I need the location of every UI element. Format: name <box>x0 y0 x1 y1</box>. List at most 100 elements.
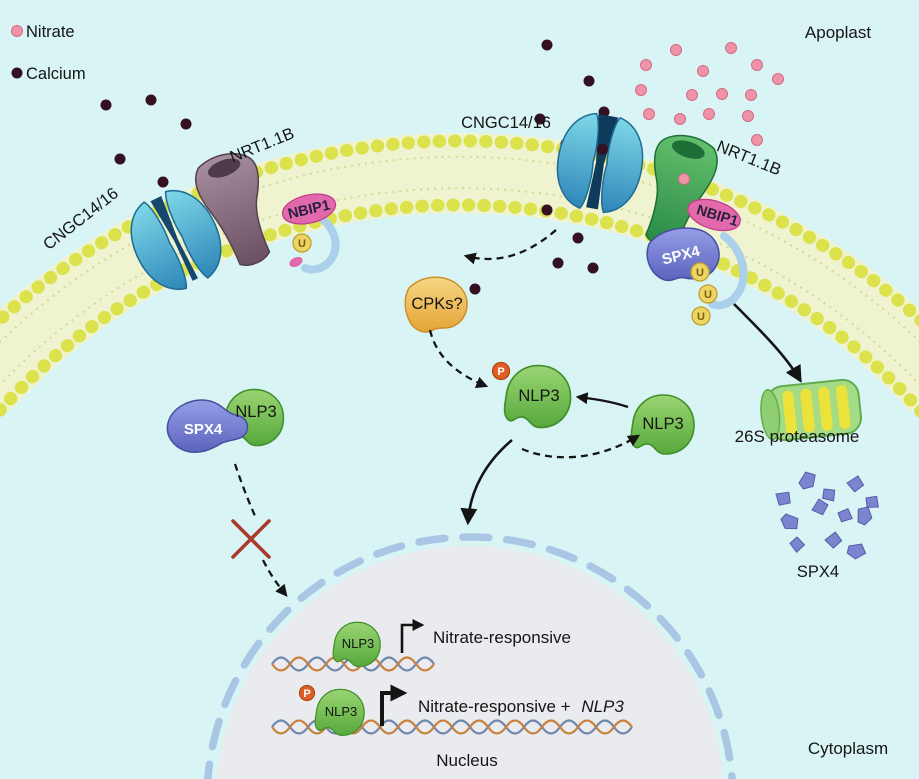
spx4-membrane-complex: SPX4 NBIP1 U U U <box>646 198 748 326</box>
nuclear-envelope <box>204 533 736 779</box>
nbip1-left-fragment <box>289 256 303 268</box>
nrt11b-left-opening <box>207 158 241 178</box>
nitrate-ion <box>635 84 647 96</box>
arrows <box>233 229 802 597</box>
nlp3-plain-label: NLP3 <box>642 415 683 433</box>
cytoplasm-label: Cytoplasm <box>808 739 888 758</box>
cngc-channel-right <box>556 112 644 214</box>
nitrate-ion <box>772 73 784 85</box>
nitrate-ion <box>725 42 737 54</box>
blocked-x-icon <box>231 519 271 559</box>
phosphate-letter: P <box>497 366 504 378</box>
nucleus-label: Nucleus <box>436 751 497 770</box>
arrow-nlp3-to-phospho <box>575 392 629 409</box>
nitrate-ion-in-transporter <box>678 173 690 185</box>
calcium-ion <box>587 262 599 274</box>
nitrate-ion <box>703 108 715 120</box>
complex-nlp3-label: NLP3 <box>235 403 276 421</box>
calcium-ion <box>541 204 553 216</box>
calcium-ion-in-channel <box>596 143 608 155</box>
nlp3-phospho-label: NLP3 <box>518 387 559 405</box>
nrt11b-left <box>194 152 271 266</box>
proteasome-ring <box>836 384 851 429</box>
ubiquitin-letter: U <box>298 238 306 250</box>
cngc-right-label: CNGC14/16 <box>461 114 551 132</box>
channel-subunit <box>601 116 644 214</box>
gene-row-1: NLP3 Nitrate-responsive <box>271 619 571 672</box>
gene1-text: Nitrate-responsive <box>433 628 571 647</box>
ubiquitin-icon <box>691 306 711 326</box>
cpk-kinase: CPKs? <box>404 276 481 333</box>
complex-spx4-label: SPX4 <box>184 421 223 438</box>
nitrate-ion <box>697 65 709 77</box>
phosphate-icon <box>491 361 511 381</box>
nitrate-legend-icon <box>11 25 23 37</box>
nbip1-left-tail <box>301 212 340 274</box>
gene2-text-normal: Nitrate-responsive + <box>418 697 571 716</box>
calcium-ion <box>541 39 553 51</box>
calcium-legend-label: Calcium <box>26 65 86 83</box>
phosphate-letter: P <box>303 688 310 700</box>
gene2-text-italic: NLP3 <box>581 697 624 716</box>
ubiquitin-letter: U <box>704 289 712 301</box>
nitrate-ion <box>742 110 754 122</box>
apoplast-label: Apoplast <box>805 23 871 42</box>
ubiquitin-icon <box>698 284 718 304</box>
arrow-calcium-to-cpk <box>463 229 557 265</box>
nitrate-ion <box>686 89 698 101</box>
membrane-band <box>0 133 919 412</box>
channel-pore-open <box>586 113 619 210</box>
nitrate-ion <box>674 113 686 125</box>
nbip1-right-tail <box>708 232 748 310</box>
calcium-legend-icon <box>11 67 23 79</box>
complex-spx4-body <box>166 399 249 454</box>
dna-strand <box>271 656 435 672</box>
nbip1-right-body <box>687 198 741 232</box>
calcium-ion <box>583 75 595 87</box>
nrt11b-right-body <box>645 134 718 249</box>
gene2-text: Nitrate-responsive + NLP3 <box>418 697 624 716</box>
promoter-arrow-strong <box>380 684 408 726</box>
legend: Nitrate Calcium <box>11 23 86 83</box>
channel-pore-closed <box>150 196 198 281</box>
nitrate-ion <box>670 44 682 56</box>
nlp3-plain: NLP3 <box>630 394 695 455</box>
nitrate-ion <box>716 88 728 100</box>
ubiquitin-letter: U <box>696 267 704 279</box>
nitrate-ion <box>751 134 763 146</box>
nitrate-ions <box>635 42 784 146</box>
proteasome-ring <box>800 388 815 433</box>
arrow-cpk-to-nlp3 <box>428 329 489 389</box>
calcium-ion <box>100 99 112 111</box>
calcium-ion <box>552 257 564 269</box>
phosphate-icon <box>298 684 316 702</box>
promoter-arrow <box>400 619 425 653</box>
nitrate-ion <box>640 59 652 71</box>
nrt11b-right-opening <box>671 140 705 159</box>
arrow-nlp3-to-nucleus <box>460 439 513 526</box>
proteasome-cap <box>760 388 781 441</box>
calcium-ion <box>145 94 157 106</box>
arrow-complex-blocked-upper <box>233 463 257 517</box>
calcium-ion-bound <box>469 283 481 295</box>
lipid-heads-inner <box>0 198 919 421</box>
nitrate-ion <box>643 108 655 120</box>
calcium-ion <box>157 176 169 188</box>
gene1-nlp3-label: NLP3 <box>342 636 375 651</box>
arrow-spx4-to-proteasome <box>733 303 802 383</box>
channel-subunit <box>130 201 188 291</box>
channel-subunit <box>556 112 599 210</box>
cpk-body <box>404 276 468 333</box>
proteasome-ring <box>818 386 833 431</box>
nitrate-ion <box>751 59 763 71</box>
calcium-ion <box>534 113 546 125</box>
gene2-nlp3-label: NLP3 <box>325 704 358 719</box>
cpk-label: CPKs? <box>411 295 462 313</box>
nrt11b-right <box>645 134 718 249</box>
nitrate-ion <box>745 89 757 101</box>
spx4-degraded-label: SPX4 <box>797 563 839 581</box>
proteasome-ring <box>782 390 797 435</box>
arrow-phospho-to-nlp3 <box>521 434 641 459</box>
